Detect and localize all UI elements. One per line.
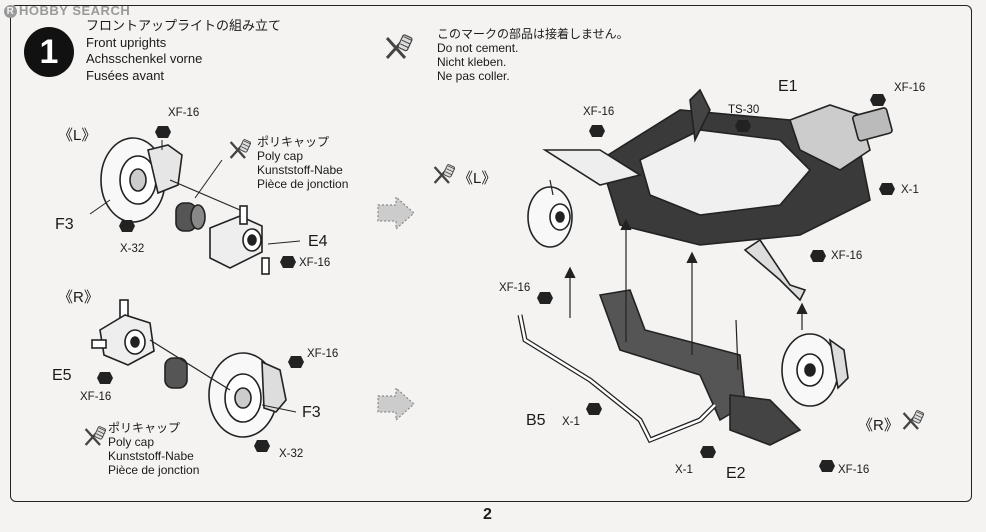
step-title-de: Achsschenkel vorne [86, 51, 203, 66]
screw-label-xf16: XF-16 [583, 106, 615, 118]
screw-label-x1: X-1 [675, 464, 693, 476]
no-cement-icon [433, 162, 457, 185]
poly-cap-en: Poly cap [108, 435, 155, 449]
assembly-guide-lines [549, 179, 808, 371]
poly-cap-jp: ポリキャップ [108, 421, 181, 435]
part-label-f3: F3 [55, 216, 74, 233]
screw-label-x32: X-32 [279, 448, 304, 460]
screw-label-xf16: XF-16 [838, 464, 870, 476]
screw-label-xf16: XF-16 [831, 250, 863, 262]
poly-cap-jp: ポリキャップ [257, 135, 330, 149]
screw-label-xf16: XF-16 [499, 282, 531, 294]
poly-cap-de: Kunststoff-Nabe [257, 163, 343, 177]
part-label-b5: B5 [526, 412, 546, 429]
side-label-left: 《L》 [458, 170, 497, 187]
page-frame [10, 5, 972, 502]
part-label-e5: E5 [52, 367, 72, 384]
no-cement-de: Nicht kleben. [437, 55, 507, 69]
no-cement-icon [84, 424, 108, 447]
step-title-fr: Fusées avant [86, 67, 165, 83]
right-upright-drawing [91, 299, 287, 438]
poly-cap-note-left: ポリキャップ Poly cap Kunststoff-Nabe Pièce de… [257, 135, 348, 191]
registered-icon: R [4, 5, 17, 18]
part-label-e4: E4 [308, 233, 328, 250]
no-cement-icon [229, 137, 253, 160]
watermark-text: HOBBY SEARCH [19, 3, 131, 18]
poly-cap-en: Poly cap [257, 149, 304, 163]
tape-label-ts30: TS-30 [728, 104, 760, 116]
screw-label-x1: X-1 [562, 416, 580, 428]
screw-label-xf16: XF-16 [80, 391, 112, 403]
part-label-e2: E2 [726, 465, 746, 482]
screw-label-xf16: XF-16 [894, 82, 926, 94]
screw-label-xf16: XF-16 [168, 107, 200, 119]
assembly-arrow [377, 195, 415, 422]
no-cement-note: このマークの部品は接着しません。 Do not cement. Nicht kl… [437, 27, 629, 83]
page-number: 2 [483, 506, 492, 523]
screw-label-xf16: XF-16 [307, 348, 339, 360]
poly-cap-fr: Pièce de jonction [257, 177, 349, 191]
no-cement-en: Do not cement. [437, 41, 519, 55]
side-label-right: 《R》 [858, 417, 899, 434]
no-cement-icon [902, 408, 926, 431]
poly-cap-fr: Pièce de jonction [108, 463, 200, 477]
part-label-f3: F3 [302, 404, 321, 421]
step-title-block: フロントアップライトの組み立て Front uprights Achsschen… [86, 18, 281, 84]
part-label-e1: E1 [778, 78, 798, 95]
step-title-en: Front uprights [86, 34, 167, 50]
poly-cap-de: Kunststoff-Nabe [108, 449, 194, 463]
no-cement-icon [385, 32, 415, 60]
main-chassis-drawing [517, 88, 893, 446]
no-cement-fr: Ne pas coller. [437, 69, 510, 83]
step-title-jp: フロントアップライトの組み立て [86, 18, 282, 33]
side-label-left: 《L》 [58, 127, 97, 144]
step-number-badge: 1 [24, 27, 74, 77]
poly-cap-note-right: ポリキャップ Poly cap Kunststoff-Nabe Pièce de… [108, 421, 199, 477]
screw-label-xf16: XF-16 [299, 257, 331, 269]
screw-label-x1: X-1 [901, 184, 919, 196]
no-cement-jp: このマークの部品は接着しません。 [437, 27, 629, 41]
screw-label-x32: X-32 [120, 243, 145, 255]
side-label-right: 《R》 [58, 289, 99, 306]
